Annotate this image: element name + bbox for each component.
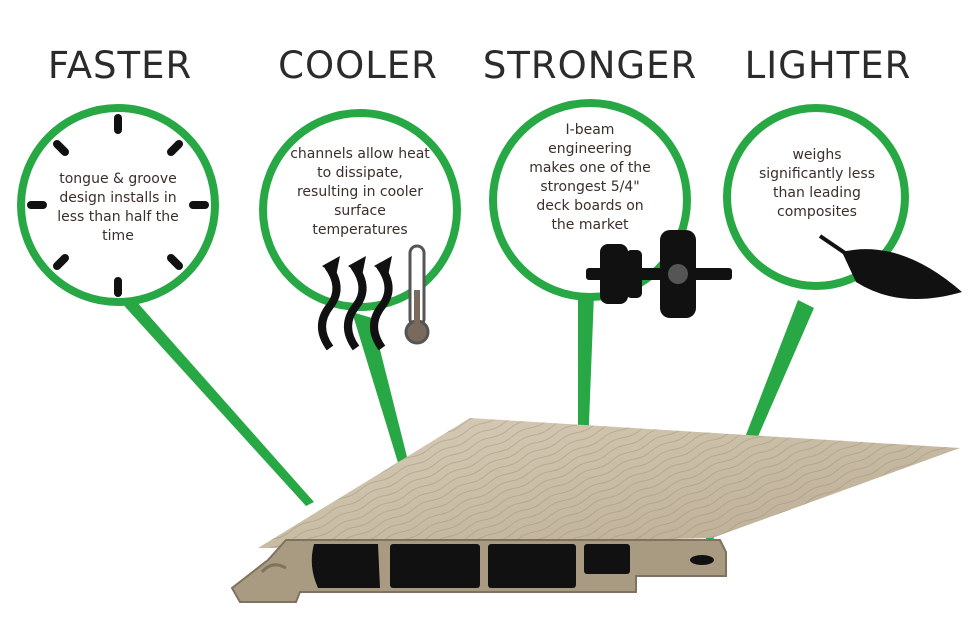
text-lighter: weighs significantly less than leading c…	[758, 147, 875, 220]
heading-cooler: COOLER	[278, 44, 438, 87]
bubble-cooler	[259, 109, 461, 351]
bubble-stronger	[489, 99, 732, 318]
dumbbell-icon	[586, 230, 732, 318]
bubble-lighter	[723, 104, 962, 300]
heading-faster: FASTER	[47, 44, 193, 87]
heading-lighter: LIGHTER	[744, 44, 912, 87]
board-channels	[311, 544, 630, 588]
feather-icon	[818, 234, 962, 300]
heading-stronger: STRONGER	[482, 44, 698, 87]
board-groove	[690, 555, 714, 565]
text-cooler: channels allow heat to dissipate, result…	[290, 146, 430, 238]
text-faster: tongue & groove design installs in less …	[57, 171, 179, 244]
pointer-faster	[108, 288, 314, 506]
board-tongue	[260, 563, 287, 574]
bubble-faster	[17, 104, 219, 306]
deck-board	[230, 418, 960, 603]
heat-thermometer-icon	[318, 244, 430, 351]
clock-icon	[27, 114, 209, 297]
text-stronger: I-beam engineering makes one of the stro…	[529, 122, 651, 233]
